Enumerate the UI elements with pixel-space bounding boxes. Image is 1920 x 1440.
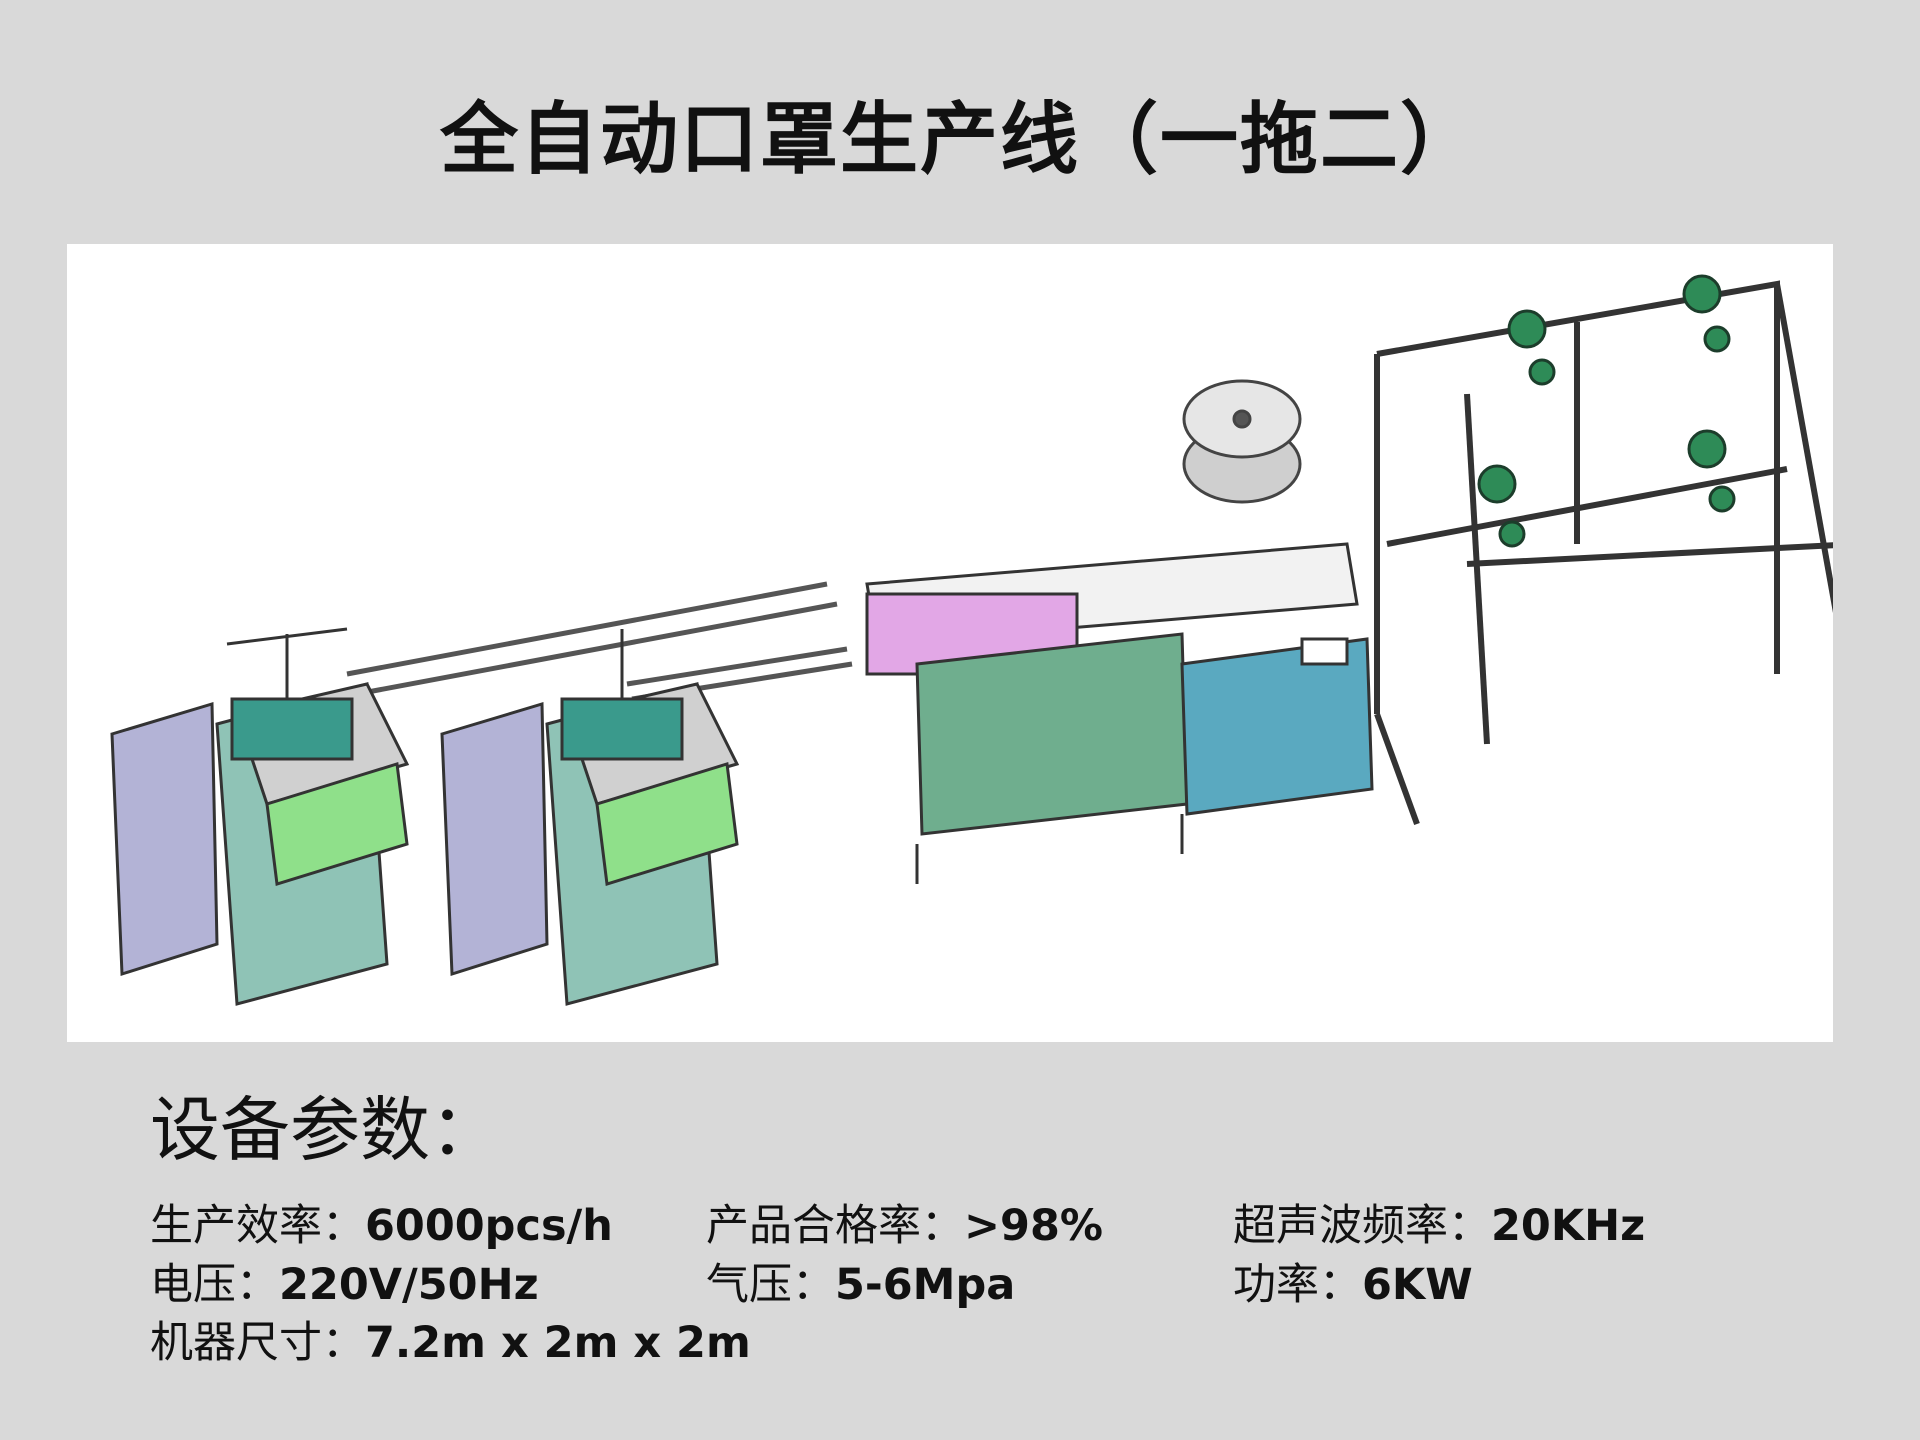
roll-holders xyxy=(1477,274,1736,548)
param-value: 220V/50Hz xyxy=(279,1260,539,1310)
main-forming-machine xyxy=(865,542,1374,884)
params-heading: 设备参数： xyxy=(150,1089,500,1171)
unwind-rack xyxy=(1374,280,1833,826)
param-value: 7.2m x 2m x 2m xyxy=(365,1318,751,1368)
param-label: 生产效率： xyxy=(150,1201,365,1251)
ear-loop-machine-2 xyxy=(440,629,740,1006)
param-production-rate: 生产效率：6000pcs/h xyxy=(150,1197,613,1255)
param-value: 20KHz xyxy=(1491,1201,1646,1251)
param-label: 产品合格率： xyxy=(706,1201,964,1251)
param-label: 超声波频率： xyxy=(1233,1201,1491,1251)
param-label: 电压： xyxy=(150,1260,279,1310)
ear-loop-machine-1 xyxy=(110,627,410,1006)
param-label: 机器尺寸： xyxy=(150,1318,365,1368)
page-title: 全自动口罩生产线（一拖二） xyxy=(439,95,1480,185)
param-label: 气压： xyxy=(706,1260,835,1310)
param-value: 6KW xyxy=(1362,1260,1473,1310)
param-machine-size: 机器尺寸：7.2m x 2m x 2m xyxy=(150,1314,751,1372)
param-air-pressure: 气压：5-6Mpa xyxy=(706,1256,1015,1314)
param-value: 5-6Mpa xyxy=(835,1260,1016,1310)
param-value: 6000pcs/h xyxy=(365,1201,613,1251)
conveyor-rails xyxy=(346,581,853,702)
param-voltage: 电压：220V/50Hz xyxy=(150,1256,539,1314)
param-ultrasonic-frequency: 超声波频率：20KHz xyxy=(1233,1197,1645,1255)
param-label: 功率： xyxy=(1233,1260,1362,1310)
mask-production-line-illustration xyxy=(110,274,1833,1006)
production-line-figure xyxy=(67,244,1833,1042)
param-power: 功率：6KW xyxy=(1233,1256,1473,1314)
nose-wire-spool xyxy=(1182,379,1302,504)
param-yield-rate: 产品合格率：>98% xyxy=(706,1197,1103,1255)
param-value: >98% xyxy=(964,1201,1103,1251)
